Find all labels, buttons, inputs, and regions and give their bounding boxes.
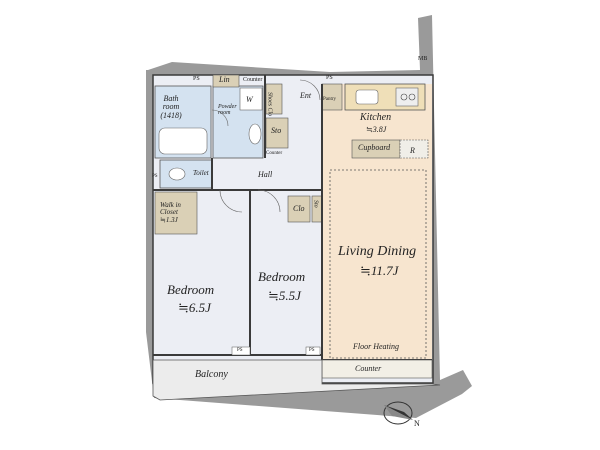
bedroom1-area-label: ≒6.5J: [178, 300, 211, 315]
refrigerator-space: [399, 139, 429, 159]
counter-bottom-label: Counter: [355, 364, 382, 373]
bathtub: [158, 127, 208, 155]
sink: [355, 89, 379, 105]
bedroom2-label: Bedroom: [258, 269, 306, 284]
living-dining-area-label: ≒11.7J: [360, 263, 399, 278]
cupboard-label: Cupboard: [358, 143, 391, 152]
walk-in-closet-label: Walk in Closet ≒1.3J: [160, 201, 181, 224]
living-dining-label: Living Dining: [338, 244, 417, 259]
door-swings: [211, 79, 321, 213]
counter-hall-label: Counter: [266, 151, 283, 156]
ps-label: PS: [152, 174, 158, 179]
ps-label: PS: [326, 75, 333, 81]
mb-label: MB: [418, 56, 428, 62]
toilet-bowl: [168, 167, 186, 181]
washbasin: [248, 123, 262, 145]
compass-icon: [383, 401, 413, 425]
bedroom2-area-label: ≒5.5J: [268, 288, 301, 303]
shoes-closet-label: Shoes Clo: [266, 92, 273, 117]
entrance-label: Ent: [300, 91, 312, 100]
refrigerator-label: R: [410, 146, 415, 155]
ps-box: [305, 346, 321, 356]
ps-label: PS: [309, 348, 315, 353]
kitchen-area-label: ≒3.8J: [366, 125, 387, 134]
floor-heating-zone: [329, 169, 427, 359]
powder-room-label: Powder room: [218, 104, 237, 117]
closet: [287, 195, 311, 223]
linen-label: Lin: [219, 75, 230, 84]
ps-box: [231, 346, 251, 356]
ps-label: PS: [193, 76, 200, 82]
toilet-label: Toilet: [193, 169, 209, 177]
north-label: N: [414, 419, 420, 428]
ps-label: PS: [237, 348, 243, 353]
closet-label: Clo: [293, 204, 305, 213]
pantry-label: Pantry: [323, 97, 337, 102]
walk-in-closet: [154, 191, 198, 235]
bedroom1-label: Bedroom: [167, 282, 215, 297]
linen-storage: [212, 74, 240, 88]
bath-room-label: Bath room (1418): [160, 94, 182, 120]
balcony-label: Balcony: [195, 369, 228, 380]
washer-label: W: [246, 95, 253, 104]
stove-burner: [408, 93, 416, 101]
storage-mid-label: Sto: [312, 200, 319, 208]
floor-heating-label: Floor Heating: [353, 342, 399, 351]
hall-label: Hall: [258, 170, 273, 179]
stove-burner: [400, 93, 408, 101]
balcony-floor: [152, 359, 441, 401]
storage-top-label: Sto: [271, 126, 282, 135]
kitchen-label: Kitchen: [360, 112, 392, 123]
counter-small-label: Counter: [243, 77, 263, 83]
washer-space: [239, 87, 263, 111]
